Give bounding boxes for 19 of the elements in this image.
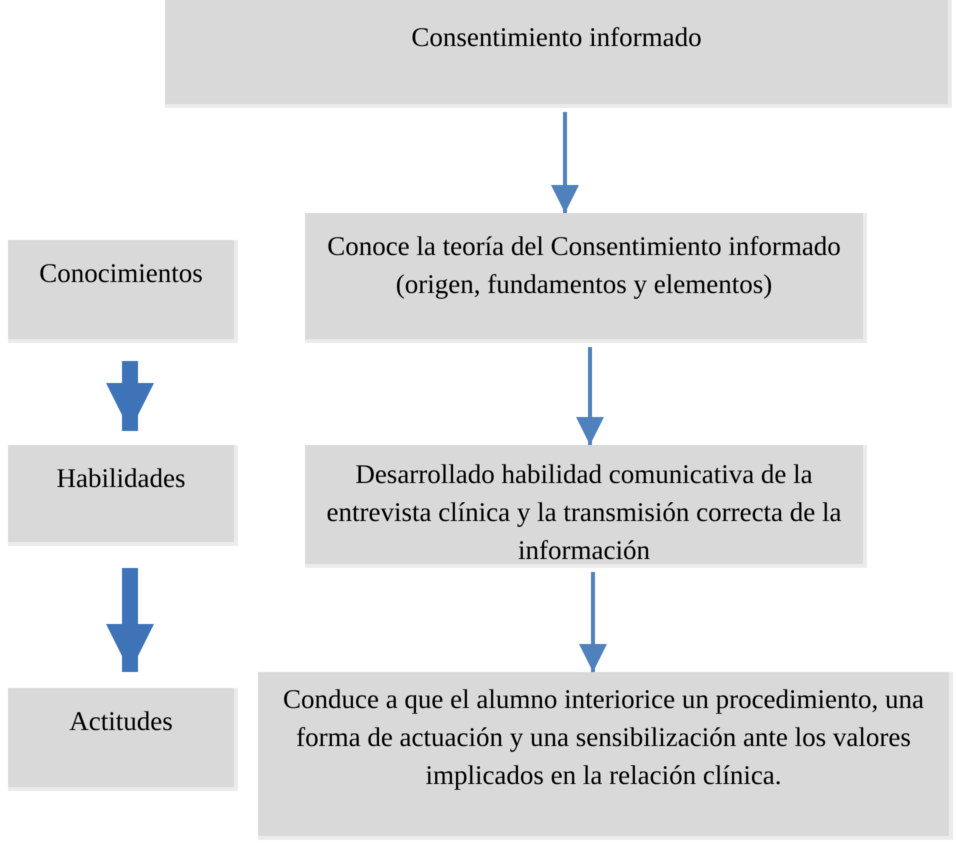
box-text: Habilidades [56, 462, 186, 495]
box-text: Conduce a que el alumno interiorice un procedimiento, una forma de actuación y una sensibilización ante los valores implicados en la relación clínica. [282, 683, 926, 792]
process-box [305, 445, 867, 568]
box-text: Actitudes [69, 705, 173, 738]
arrow [106, 361, 154, 431]
box-text: Conoce la teoría del Consentimiento informado (origen, fundamentos y elementos) [326, 230, 842, 301]
arrow [579, 572, 607, 672]
box-text: Desarrollado habilidad comunicativa de la entrevista clínica y la transmisión correcta de la información [325, 458, 843, 567]
process-box [305, 213, 867, 343]
process-box [8, 240, 238, 343]
box-text: Conocimientos [39, 257, 203, 290]
arrow [551, 112, 579, 213]
box-text: Consentimiento informado [411, 21, 702, 54]
arrow [106, 568, 154, 672]
process-box [165, 0, 952, 108]
arrow [576, 347, 604, 445]
process-box [8, 445, 238, 546]
process-box [8, 688, 238, 791]
process-box [258, 672, 953, 840]
